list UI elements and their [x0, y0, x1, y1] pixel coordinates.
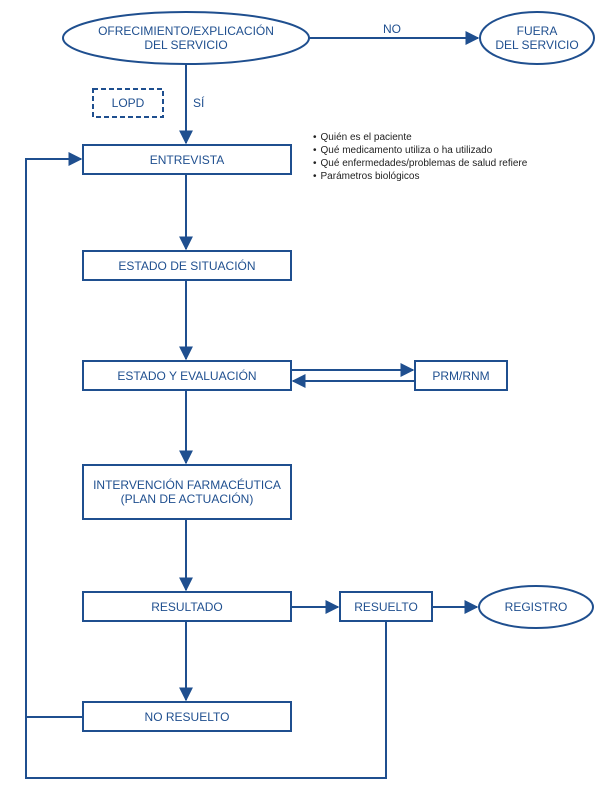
loop-noresuelto-entrevista: [25, 152, 83, 718]
entrevista-notes: Quién es el paciente Qué medicamento uti…: [313, 131, 528, 183]
fuera-line-2: DEL SERVICIO: [495, 38, 579, 52]
intervencion-line-1: INTERVENCIÓN FARMACÉUTICA: [93, 478, 281, 492]
estado-evaluacion-label: ESTADO Y EVALUACIÓN: [117, 368, 257, 383]
intervencion-line-2: (PLAN DE ACTUACIÓN): [120, 492, 254, 506]
resuelto-label: RESUELTO: [354, 599, 418, 614]
registro-node: [478, 585, 594, 629]
note-item: Quién es el paciente: [313, 131, 527, 144]
prm-node: [414, 360, 508, 391]
note-item: Qué medicamento utiliza o ha utilizado: [313, 144, 527, 157]
fuera-node: [479, 11, 595, 65]
loop-resuelto-back: [25, 621, 387, 779]
note-item: Parámetros biológicos: [313, 170, 527, 183]
no-resuelto-label: NO RESUELTO: [144, 709, 230, 724]
edge-label-si: SÍ: [193, 96, 205, 110]
ofrecimiento-line-1: OFRECIMIENTO/EXPLICACIÓN: [98, 24, 274, 38]
fuera-line-1: FUERA: [516, 24, 558, 38]
resultado-label: RESULTADO: [151, 599, 223, 614]
fuera-label: FUERA DEL SERVICIO: [484, 24, 590, 52]
ofrecimiento-line-2: DEL SERVICIO: [144, 38, 228, 52]
intervencion-label: INTERVENCIÓN FARMACÉUTICA (PLAN DE ACTUA…: [83, 478, 291, 506]
entrevista-label: ENTREVISTA: [149, 152, 225, 167]
registro-label: REGISTRO: [504, 600, 568, 614]
ofrecimiento-label: OFRECIMIENTO/EXPLICACIÓN DEL SERVICIO: [70, 24, 302, 52]
note-item: Qué enfermedades/problemas de salud refi…: [313, 157, 528, 170]
estado-situacion-label: ESTADO DE SITUACIÓN: [118, 258, 256, 273]
edge-label-no: NO: [383, 22, 401, 36]
lopd-node: [92, 88, 164, 118]
prm-label: PRM/RNM: [432, 368, 490, 383]
lopd-label: LOPD: [111, 96, 145, 110]
